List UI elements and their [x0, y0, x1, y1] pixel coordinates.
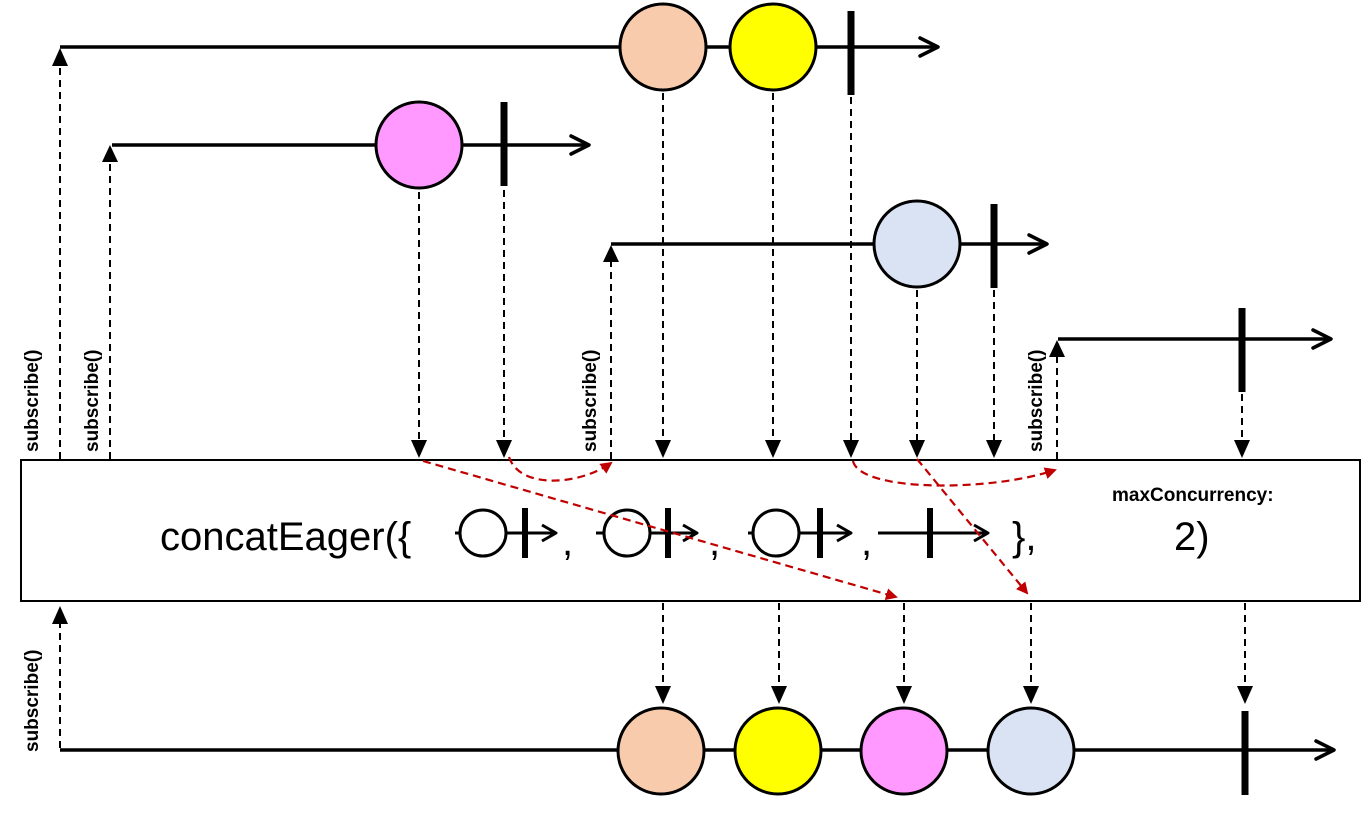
source-1-timeline	[60, 2, 940, 95]
separator-3: ,	[861, 520, 872, 564]
output-timeline	[60, 706, 1336, 796]
param-value: 2)	[1174, 515, 1210, 559]
emission-arrowheads-in	[411, 440, 1250, 458]
subscribe-arrowheads	[52, 48, 1065, 624]
output-marble-pink	[859, 706, 949, 796]
emission-arrowheads-out	[655, 686, 1253, 704]
emission-arrows-in	[418, 93, 1243, 444]
subscribe-label-output: subscribe()	[22, 650, 43, 752]
subscribe-label-1: subscribe()	[22, 350, 43, 452]
subscribe-label-2: subscribe()	[82, 350, 103, 452]
separator-2: ,	[709, 520, 720, 564]
separator-1: ,	[562, 520, 573, 564]
mini-source-2	[596, 508, 699, 558]
subscribe-label-4: subscribe()	[1026, 350, 1047, 452]
source-3-marble-lightblue	[872, 199, 962, 289]
emission-arrows-out	[662, 603, 1246, 688]
source-1-marble-yellow	[728, 2, 818, 92]
source-4-timeline	[1058, 308, 1333, 392]
mini-source-4	[878, 508, 990, 558]
mini-source-1	[455, 508, 558, 558]
output-marble-peach	[616, 706, 706, 796]
operator-label: concatEager({	[160, 515, 411, 559]
output-marble-lightblue	[986, 706, 1076, 796]
mini-source-3	[748, 508, 853, 558]
close-brace: },	[1012, 515, 1036, 559]
output-marble-yellow	[733, 706, 823, 796]
subscribe-label-3: subscribe()	[580, 350, 601, 452]
source-3-timeline	[611, 199, 1049, 289]
source-2-timeline	[112, 100, 591, 190]
param-name: maxConcurrency:	[1112, 485, 1274, 506]
source-2-marble-pink	[374, 100, 464, 190]
subscribe-arrows	[59, 58, 1058, 748]
red-routing-arrows	[422, 456, 1057, 601]
source-1-marble-peach	[618, 2, 708, 92]
